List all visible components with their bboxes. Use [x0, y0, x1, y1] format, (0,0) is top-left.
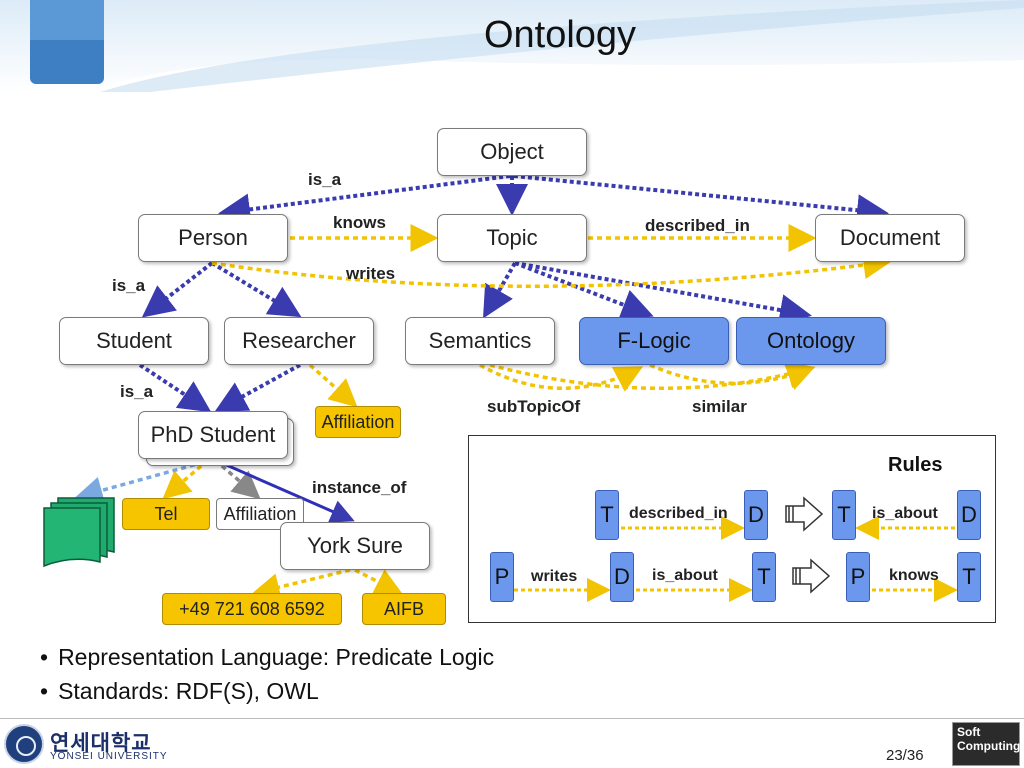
yonsei-seal-icon	[4, 724, 44, 764]
edge-label-is-a-top: is_a	[308, 170, 342, 189]
soft-computing-logo: Soft Computing	[952, 722, 1020, 766]
logo-line-soft: Soft	[957, 725, 981, 739]
node-phd-student: PhD Student	[138, 411, 288, 459]
rule2-node-d: D	[610, 552, 634, 602]
rules-edges	[514, 496, 958, 602]
rule1-node-t: T	[595, 490, 619, 540]
rule1-node-t2: T	[832, 490, 856, 540]
edge-label-writes: writes	[346, 264, 396, 283]
bullet-standards: Standards: RDF(S), OWL	[40, 674, 494, 708]
rule1-node-d2: D	[957, 490, 981, 540]
bullet-representation-language: Representation Language: Predicate Logic	[40, 640, 494, 674]
university-name-english: YONSEI UNIVERSITY	[50, 751, 168, 762]
node-student: Student	[59, 317, 209, 365]
rule2-node-p2: P	[846, 552, 870, 602]
node-phone: +49 721 608 6592	[162, 593, 342, 625]
rule1-node-d: D	[744, 490, 768, 540]
implies-arrow-2	[792, 558, 831, 594]
bullet-list: Representation Language: Predicate Logic…	[40, 640, 494, 708]
edge-label-is-a-student: is_a	[120, 382, 154, 401]
ontology-diagram-edges	[43, 174, 892, 601]
edge-label-knows: knows	[333, 213, 386, 232]
node-york-sure: York Sure	[280, 522, 430, 570]
node-object: Object	[437, 128, 587, 176]
node-person: Person	[138, 214, 288, 262]
node-topic: Topic	[437, 214, 587, 262]
node-affiliation-class: Affiliation	[315, 406, 401, 438]
edge-label-subtopicof: subTopicOf	[487, 397, 581, 416]
rule2-label-knows: knows	[889, 567, 939, 584]
rule2-label-writes: writes	[531, 568, 578, 585]
university-name-korean: 연세대학교	[50, 731, 152, 755]
page-number: 23/36	[886, 747, 924, 764]
node-tel: Tel	[122, 498, 210, 530]
node-semantics: Semantics	[405, 317, 555, 365]
edge-label-instance-of: instance_of	[312, 478, 407, 497]
node-document: Document	[815, 214, 965, 262]
node-ontology: Ontology	[736, 317, 886, 365]
node-affiliation-value: Affiliation	[216, 498, 304, 530]
rule2-label-is-about: is_about	[652, 567, 718, 584]
logo-line-computing: Computing	[957, 739, 1021, 753]
edge-label-is-a-person: is_a	[112, 276, 146, 295]
implies-arrow-1	[785, 496, 824, 532]
rules-title: Rules	[888, 454, 943, 476]
edge-label-described-in: described_in	[645, 216, 750, 235]
slide-title: Ontology	[483, 14, 637, 56]
rule2-node-t: T	[752, 552, 776, 602]
rule2-node-t2: T	[957, 552, 981, 602]
node-flogic: F-Logic	[579, 317, 729, 365]
rule1-label-described-in: described_in	[629, 505, 728, 522]
node-researcher: Researcher	[224, 317, 374, 365]
header-decoration	[0, 0, 1024, 92]
document-stack-icon	[43, 497, 115, 568]
rule2-node-p: P	[490, 552, 514, 602]
footer-divider	[0, 718, 1024, 719]
rule1-label-is-about: is_about	[872, 505, 938, 522]
edge-label-similar: similar	[692, 397, 747, 416]
node-aifb: AIFB	[362, 593, 446, 625]
